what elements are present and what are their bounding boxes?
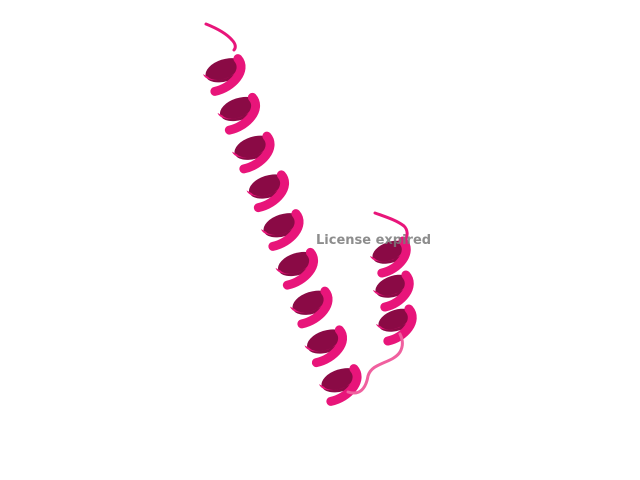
long-helix bbox=[202, 54, 362, 406]
helix-turn bbox=[217, 92, 260, 135]
helix-turn bbox=[202, 54, 246, 96]
long-helix-n-terminus bbox=[204, 22, 237, 52]
helix-turn bbox=[231, 131, 275, 174]
short-helix bbox=[369, 236, 417, 346]
helix-turn bbox=[275, 247, 318, 290]
connecting-loop bbox=[346, 332, 404, 395]
license-watermark: License expired bbox=[316, 233, 432, 248]
helix-turn bbox=[246, 170, 289, 213]
short-helix-terminus bbox=[373, 211, 409, 242]
helix-turn bbox=[375, 304, 417, 346]
helix-turn bbox=[289, 286, 333, 329]
helix-turn bbox=[372, 270, 414, 312]
helix-turn bbox=[304, 325, 347, 368]
helix-turn bbox=[318, 364, 362, 406]
protein-cartoon bbox=[202, 22, 417, 406]
helix-turn bbox=[369, 236, 411, 278]
helix-turn bbox=[260, 209, 304, 251]
